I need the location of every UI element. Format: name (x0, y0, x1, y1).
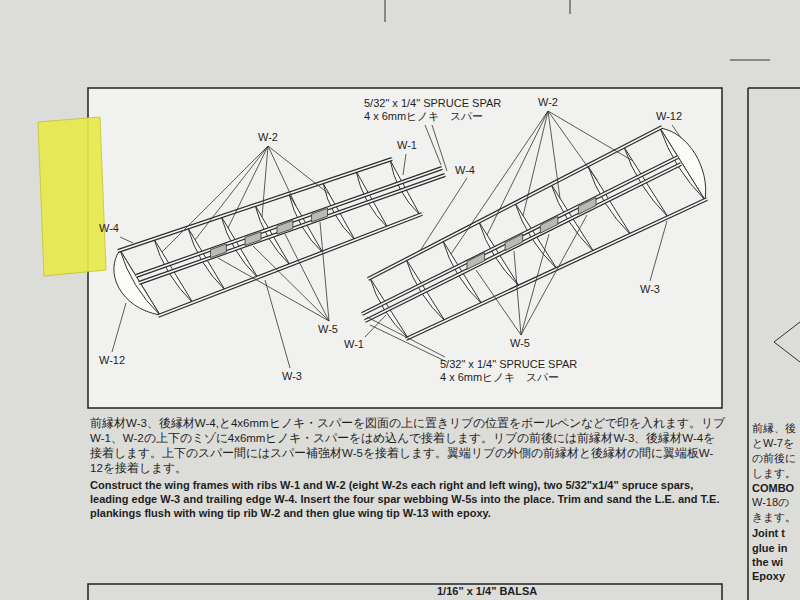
panel-heading: 1/16" x 1/4" BALSA (437, 585, 537, 598)
cut-off-text: glue in (752, 542, 787, 555)
callout-label: W-3 (282, 370, 302, 383)
callout-label: W-2 (538, 96, 558, 109)
callout-label: W-3 (640, 283, 660, 296)
spar-spec: 5/32" x 1/4" SPRUCE SPAR (364, 97, 501, 110)
spar-spec: 4 x 6mmヒノキ スパー (364, 110, 483, 123)
callout-label: W-2 (258, 131, 278, 144)
callout-label: W-5 (510, 337, 530, 350)
cut-off-text: W-18の (752, 496, 789, 509)
callout-label: W-12 (656, 110, 682, 123)
cut-off-text: COMBO (752, 482, 794, 495)
callout-label: W-4 (99, 222, 119, 235)
spar-spec: 5/32" x 1/4" SPRUCE SPAR (440, 358, 577, 371)
cut-off-text: とW-7を (752, 437, 794, 450)
callout-label: W-1 (344, 338, 364, 351)
cut-off-text: Joint t (752, 527, 785, 540)
cut-off-text: します。 (752, 467, 796, 480)
instruction-text: 前縁材W-3、後縁材W-4,と4x6mmヒノキ・スパーを図面の上に置きリブの位置… (90, 416, 726, 476)
callout-label: W-1 (397, 139, 417, 152)
cut-off-text: の前後に (752, 452, 796, 465)
cut-off-text: Epoxy (752, 570, 785, 583)
callout-label: W-5 (318, 323, 338, 336)
cut-off-text: きます。 (752, 511, 796, 524)
callout-label: W-12 (99, 354, 125, 367)
spar-spec: 4 x 6mmヒノキ スパー (440, 371, 559, 384)
callout-label: W-4 (455, 164, 475, 177)
instruction-text: Construct the wing frames with ribs W-1 … (90, 478, 730, 520)
cut-off-text: 前縁、後 (752, 422, 796, 435)
cut-off-text: the wi (752, 556, 783, 569)
